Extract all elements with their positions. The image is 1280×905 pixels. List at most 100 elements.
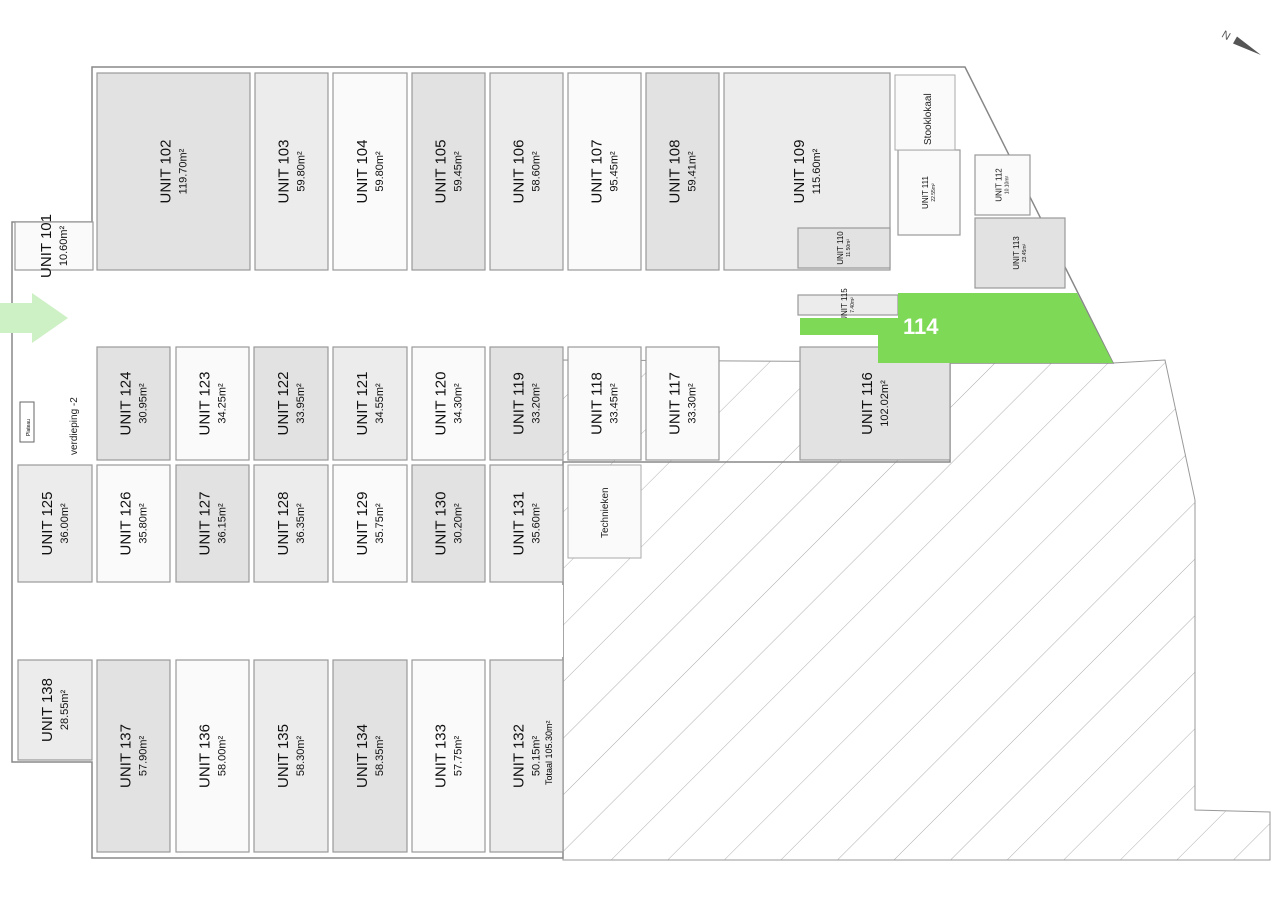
svg-text:N: N bbox=[1219, 29, 1232, 43]
unit-114-highlight[interactable] bbox=[800, 293, 1113, 363]
unit-133-area: 57.75m² bbox=[453, 735, 465, 776]
unit-116-area-shape[interactable] bbox=[799, 346, 951, 461]
plateau-box bbox=[19, 401, 35, 443]
unit-131-area-shape[interactable] bbox=[489, 464, 564, 583]
unit-101-area-shape[interactable] bbox=[14, 221, 94, 271]
unit-136-area: 58.00m² bbox=[217, 735, 229, 776]
unit-106-area-shape[interactable] bbox=[489, 72, 564, 271]
unit-128-area: 36.35m² bbox=[295, 503, 307, 544]
unit-121-area-shape[interactable] bbox=[332, 346, 408, 461]
unit-112-area-shape[interactable] bbox=[974, 154, 1031, 216]
unit-113-area-shape[interactable] bbox=[974, 217, 1066, 289]
unit-113-name: UNIT 113 bbox=[1012, 236, 1021, 270]
unit-130-area-shape[interactable] bbox=[411, 464, 486, 583]
unit-118-area-shape[interactable] bbox=[567, 346, 642, 461]
plateau-label: Plateau bbox=[26, 419, 32, 436]
unit-119-name: UNIT 119 bbox=[511, 372, 528, 435]
unit-102-area: 119.70m² bbox=[178, 148, 190, 194]
unit-127-area-shape[interactable] bbox=[175, 464, 250, 583]
unit-123-area-shape[interactable] bbox=[175, 346, 250, 461]
unit-138-area-shape[interactable] bbox=[17, 659, 93, 761]
corridor-top bbox=[15, 272, 885, 344]
unit-108-area-shape[interactable] bbox=[645, 72, 720, 271]
unit-105-name: UNIT 105 bbox=[433, 140, 450, 204]
unit-113-area: 23.45m² bbox=[1022, 243, 1028, 262]
unit-130-area: 30.20m² bbox=[453, 503, 465, 544]
unit-135-name: UNIT 135 bbox=[275, 724, 292, 788]
unit-129-area-shape[interactable] bbox=[332, 464, 408, 583]
unit-126-area-shape[interactable] bbox=[96, 464, 171, 583]
unit-103-area-shape[interactable] bbox=[254, 72, 329, 271]
unbuilt-hatched-area bbox=[562, 359, 1271, 861]
unit-137-area-shape[interactable] bbox=[96, 659, 171, 853]
corridor-bottom bbox=[15, 585, 563, 657]
room-stooklokaal bbox=[894, 74, 956, 151]
unit-117-area-shape[interactable] bbox=[645, 346, 720, 461]
unit-128-name: UNIT 128 bbox=[275, 492, 292, 556]
unit-133-area-shape[interactable] bbox=[411, 659, 486, 853]
unit-111-area-shape[interactable] bbox=[897, 149, 961, 236]
unit-108-name: UNIT 108 bbox=[667, 140, 684, 204]
unit-135-area-shape[interactable] bbox=[253, 659, 329, 853]
unit-137-name: UNIT 137 bbox=[118, 724, 135, 788]
unit-131-name: UNIT 131 bbox=[511, 492, 528, 556]
unit-112-area: 10.10m² bbox=[1005, 175, 1011, 194]
unit-136-area-shape[interactable] bbox=[175, 659, 250, 853]
unit-107-name: UNIT 107 bbox=[589, 140, 606, 204]
unit-110-area-shape[interactable] bbox=[797, 227, 891, 269]
unit-128-area-shape[interactable] bbox=[253, 464, 329, 583]
unit-120-area-shape[interactable] bbox=[411, 346, 486, 461]
unit-102-area-shape[interactable] bbox=[96, 72, 251, 271]
unit-125-area-shape[interactable] bbox=[17, 464, 93, 583]
unit-134-area: 58.35m² bbox=[374, 735, 386, 776]
unit-129-area: 35.75m² bbox=[374, 503, 386, 544]
unit-104-name: UNIT 104 bbox=[354, 140, 371, 204]
unit-121-area: 34.55m² bbox=[374, 383, 386, 424]
unit-104-area-shape[interactable] bbox=[332, 72, 408, 271]
unit-124-area-shape[interactable] bbox=[96, 346, 171, 461]
unit-115-area: 7.40m² bbox=[850, 297, 856, 313]
unit-134-area-shape[interactable] bbox=[332, 659, 408, 853]
unit-105-area-shape[interactable] bbox=[411, 72, 486, 271]
unit-119-area-shape[interactable] bbox=[489, 346, 564, 461]
unit-132-area-shape[interactable] bbox=[489, 659, 564, 853]
unit-122-area-shape[interactable] bbox=[253, 346, 329, 461]
unit-107-area-shape[interactable] bbox=[567, 72, 642, 271]
